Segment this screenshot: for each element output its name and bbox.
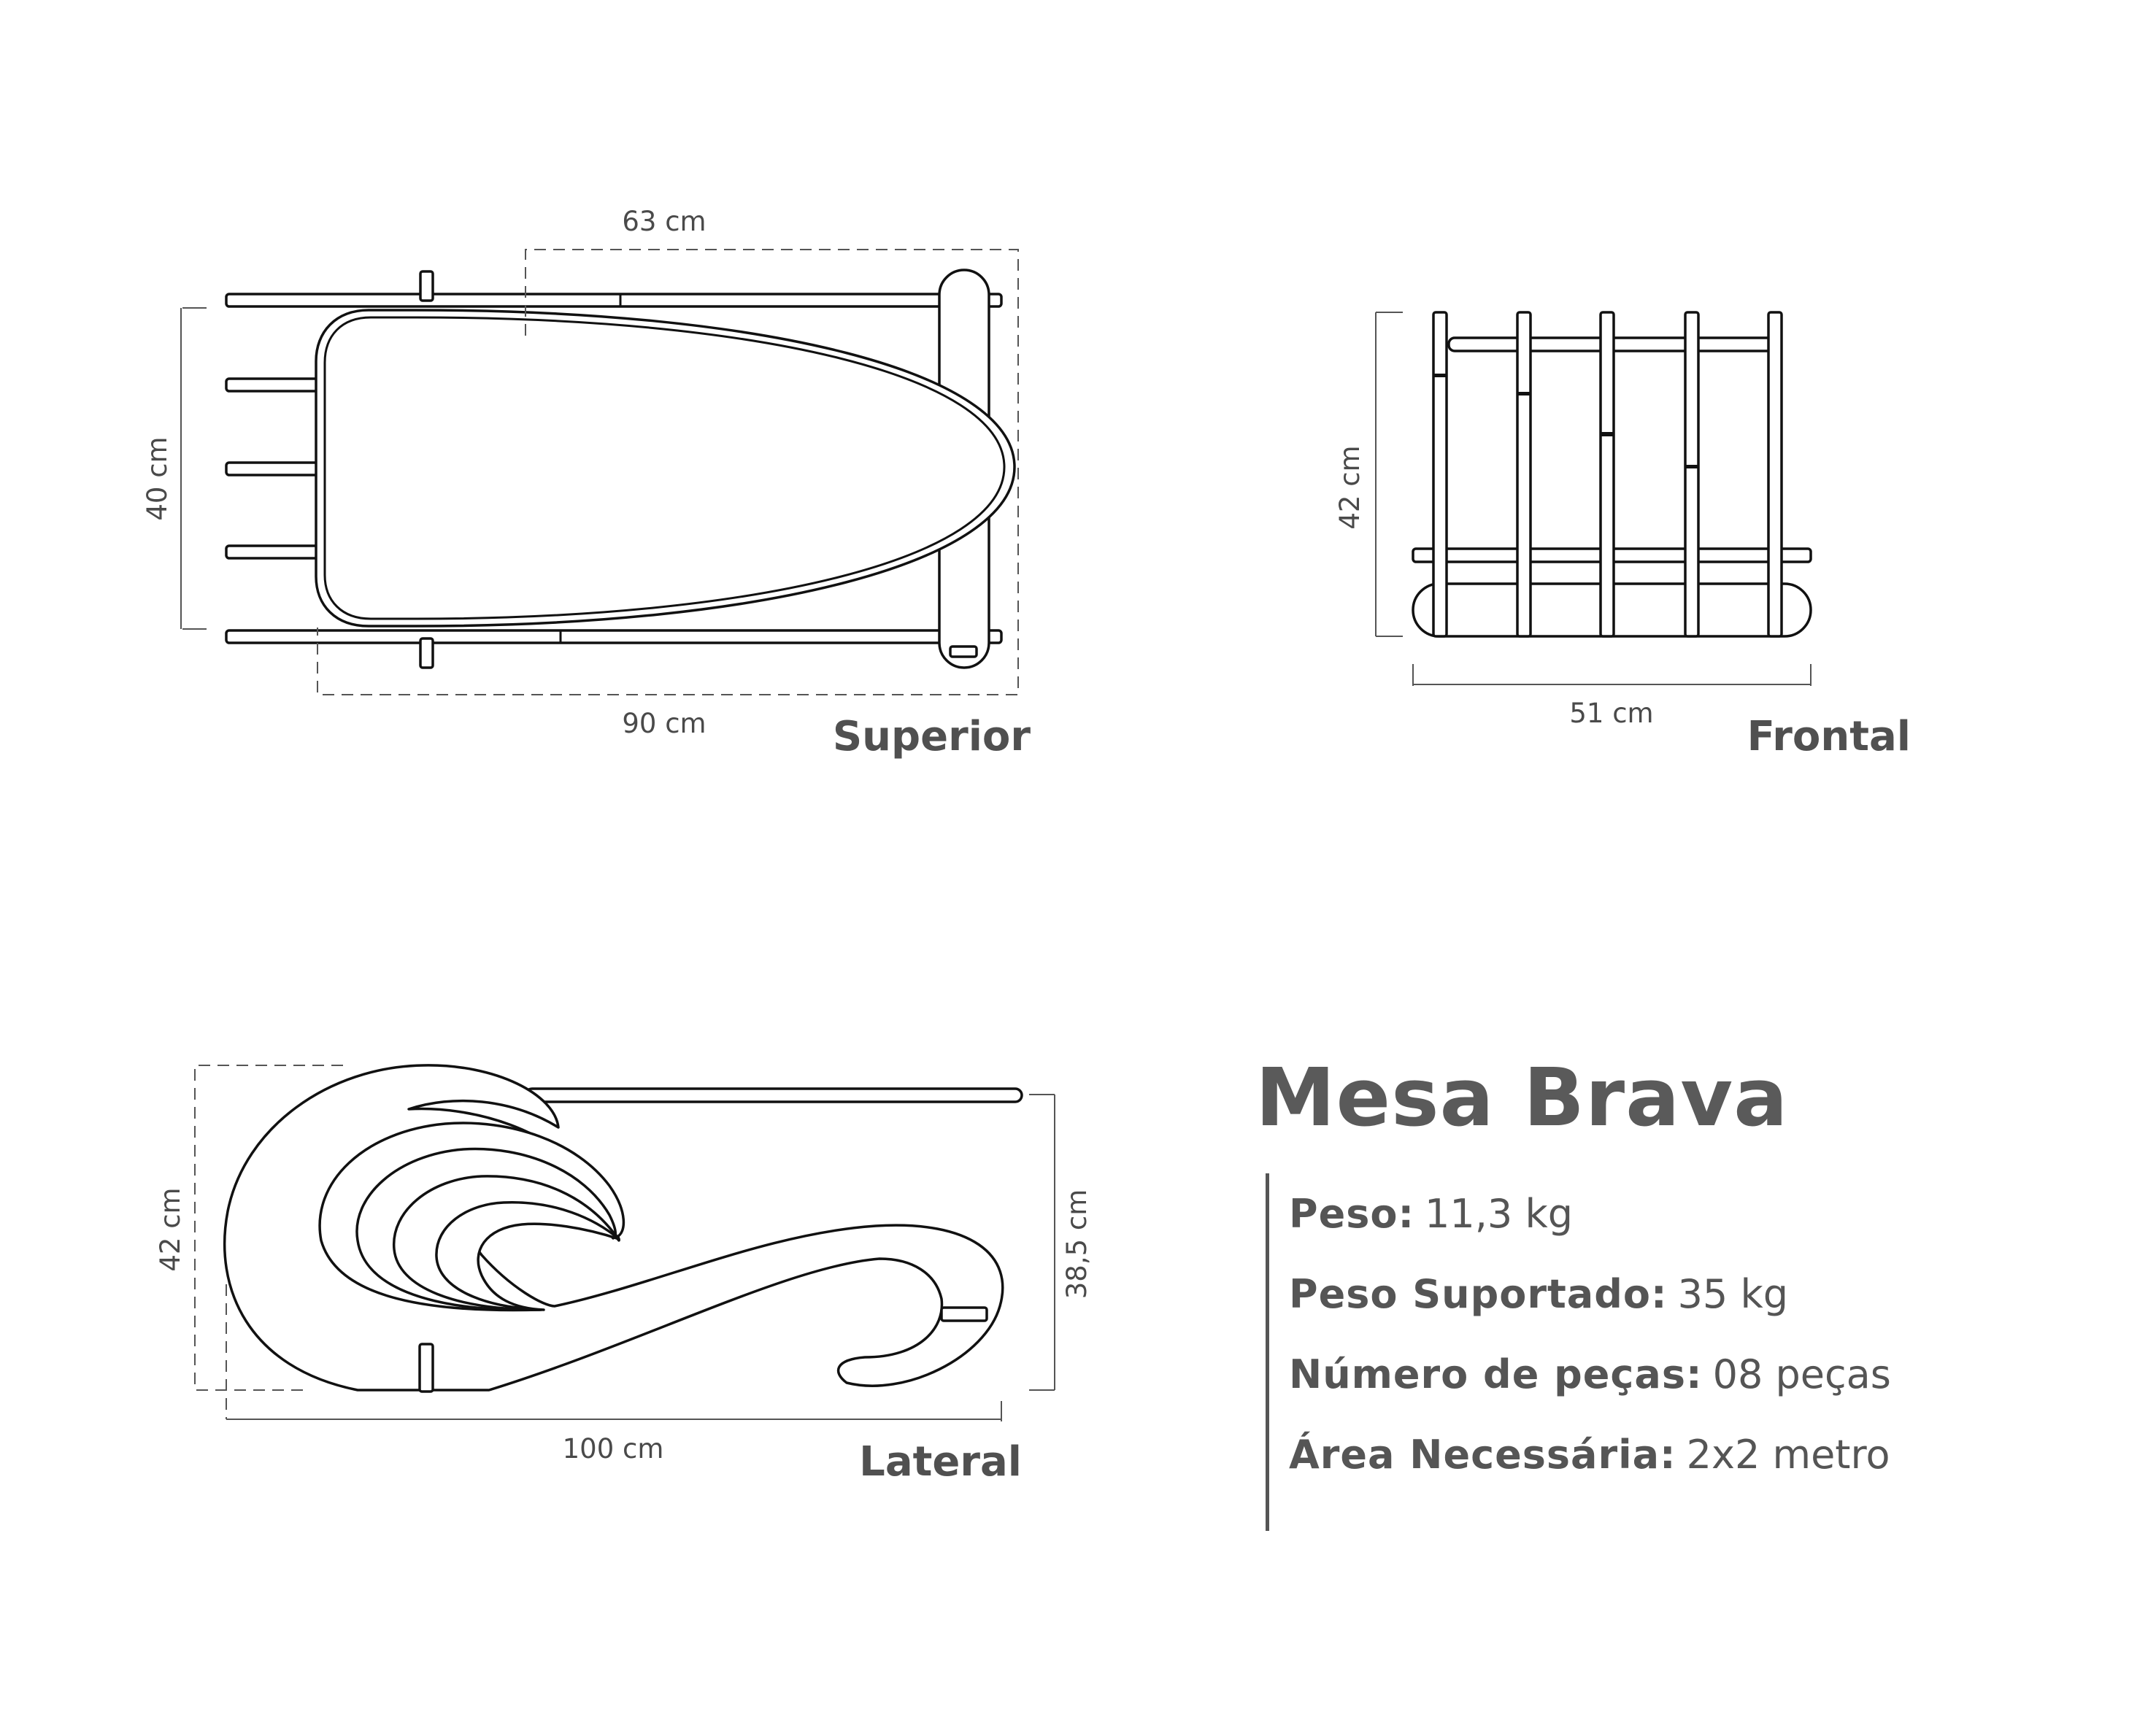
top-dim-90: 90 cm [622, 708, 706, 739]
front-view: 42 cm 51 cm Frontal [1334, 311, 1911, 760]
front-upright [1684, 311, 1700, 638]
side-view: 42 cm 38,5 cm 100 cm Lateral [155, 1064, 1093, 1486]
top-view: 63 cm 40 cm 90 cm Superior [142, 206, 1031, 760]
side-leg [418, 1343, 434, 1393]
spec-value: 2x2 metro [1686, 1432, 1890, 1478]
front-dim-51: 51 cm [1569, 698, 1653, 729]
spec-label: Peso: [1289, 1191, 1415, 1237]
top-dim-40: 40 cm [142, 436, 173, 520]
spec-label: Número de peças: [1289, 1351, 1703, 1397]
front-upright [1599, 311, 1615, 638]
spec-label: Área Necessária: [1289, 1432, 1676, 1478]
side-wave-curl [435, 1201, 620, 1311]
spec-divider [1266, 1173, 1269, 1531]
top-tabletop [315, 309, 1016, 628]
top-brace-notch [949, 645, 978, 658]
front-dim-42: 42 cm [1334, 445, 1366, 529]
spec-value: 11,3 kg [1425, 1191, 1573, 1237]
spec-list: Peso:11,3 kg Peso Suportado:35 kg Número… [1289, 1191, 1891, 1512]
spec-value: 08 peças [1712, 1351, 1891, 1397]
side-peg [940, 1306, 988, 1322]
spec-label: Peso Suportado: [1289, 1271, 1668, 1317]
top-dim-63: 63 cm [622, 206, 706, 237]
side-dim-100: 100 cm [563, 1433, 664, 1464]
spec-row-pieces: Número de peças:08 peças [1289, 1351, 1891, 1432]
spec-row-weight: Peso:11,3 kg [1289, 1191, 1891, 1271]
spec-row-supported-weight: Peso Suportado:35 kg [1289, 1271, 1891, 1351]
front-upright [1516, 311, 1532, 638]
side-dim-42: 42 cm [155, 1187, 186, 1271]
front-upright [1767, 311, 1783, 638]
front-view-label: Frontal [1747, 713, 1911, 760]
top-peg [419, 270, 434, 302]
spec-row-area: Área Necessária:2x2 metro [1289, 1432, 1891, 1512]
top-tabletop-edge [323, 316, 1006, 620]
product-title: Mesa Brava [1255, 1051, 1789, 1144]
top-slat [225, 293, 1003, 308]
spec-panel: Mesa Brava Peso:11,3 kg Peso Suportado:3… [1255, 1051, 2058, 1562]
side-view-label: Lateral [859, 1438, 1022, 1486]
top-view-label: Superior [833, 713, 1031, 760]
top-peg [419, 637, 434, 669]
side-dim-38: 38,5 cm [1061, 1189, 1093, 1300]
front-upright [1432, 311, 1448, 638]
spec-value: 35 kg [1677, 1271, 1788, 1317]
top-slat [225, 629, 1003, 644]
side-tabletop [524, 1087, 1023, 1103]
